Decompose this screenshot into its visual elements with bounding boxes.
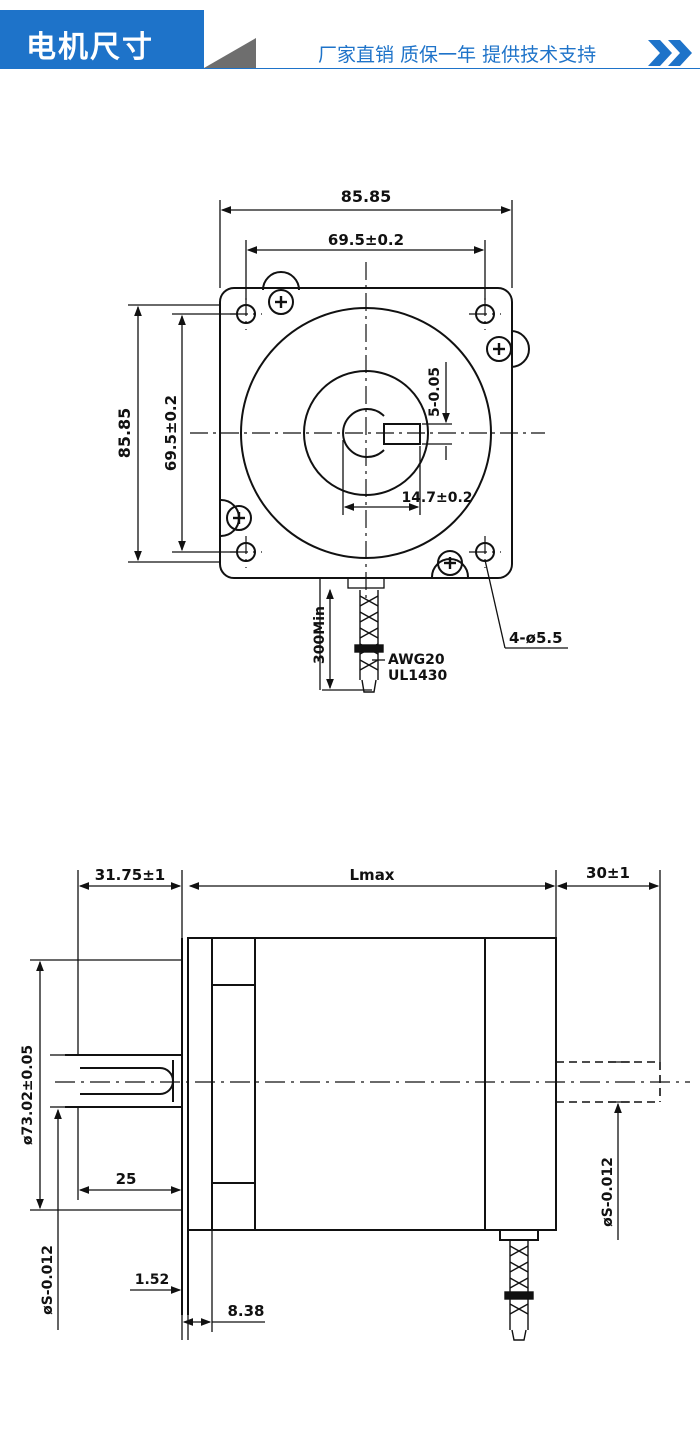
dim-mounting-holes: 4-ø5.5 <box>509 629 563 647</box>
dim-pilot-diameter: ø73.02±0.05 <box>20 1045 36 1145</box>
dim-overall-height: 85.85 <box>115 408 134 459</box>
dim-lead-length: 300Min <box>312 606 328 664</box>
side-lead-wire <box>504 1240 534 1341</box>
section-header: 电机尺寸 厂家直销 质保一年 提供技术支持 <box>0 0 700 80</box>
shaft-outline <box>342 408 385 458</box>
wire-spec-gauge: AWG20 <box>388 652 445 668</box>
section-title: 电机尺寸 <box>26 30 154 65</box>
header-underline <box>0 68 700 69</box>
dim-body-length: Lmax <box>350 866 395 884</box>
dim-front-shaft-length: 31.75±1 <box>95 866 165 884</box>
dim-key-depth: 14.7±0.2 <box>401 490 472 506</box>
wire-spec-ul: UL1430 <box>388 668 448 684</box>
front-view-drawing: 85.85 69.5±0.2 85.85 69.5±0.2 5-0.05 14.… <box>115 187 568 693</box>
side-view-drawing: 31.75±1 Lmax 30±1 ø73.02±0.05 25 1.52 8.… <box>20 864 690 1341</box>
dim-hole-spacing-h: 69.5±0.2 <box>328 231 404 249</box>
dim-overall-width: 85.85 <box>341 187 392 206</box>
dim-key-width: 5-0.05 <box>427 367 443 417</box>
shaft-key <box>383 423 421 445</box>
front-shaft-key <box>80 1067 174 1095</box>
tagline: 厂家直销 质保一年 提供技术支持 <box>318 44 597 66</box>
dim-front-shaft-diameter: øS-0.012 <box>40 1245 56 1315</box>
title-banner: 电机尺寸 <box>0 10 204 68</box>
dim-flange-step: 1.52 <box>135 1272 170 1288</box>
motor-body <box>187 937 557 1231</box>
dim-rear-shaft-diameter: øS-0.012 <box>600 1157 616 1227</box>
double-chevron-right-icon <box>648 40 692 66</box>
dim-hole-spacing-v: 69.5±0.2 <box>162 395 180 471</box>
dim-flange-thickness: 8.38 <box>227 1302 264 1320</box>
lead-wire <box>354 590 384 693</box>
dim-rear-shaft-length: 30±1 <box>586 864 630 882</box>
dim-key-length: 25 <box>116 1170 137 1188</box>
banner-fold <box>204 38 256 68</box>
